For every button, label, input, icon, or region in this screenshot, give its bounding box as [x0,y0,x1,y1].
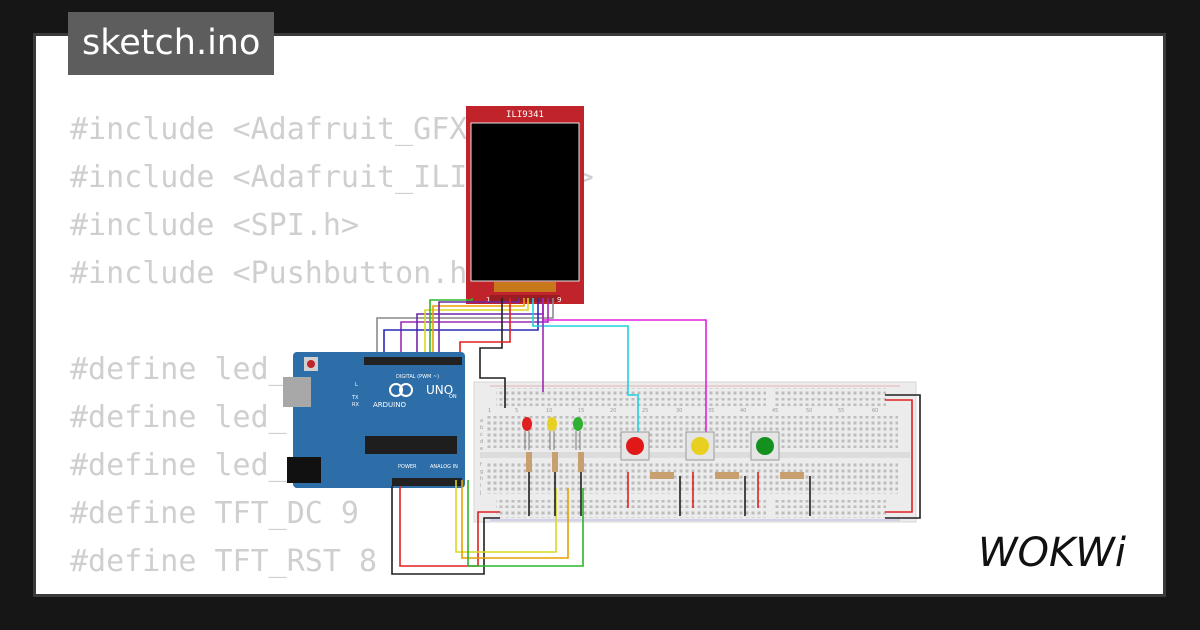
wokwi-logo: WOKWi [978,530,1126,574]
code-snippet: #include <Adafruit_GFX.h>#include <Adafr… [70,106,594,594]
breadboard-col-number: 45 [772,408,778,414]
breadboard-row-letter: j [479,490,481,496]
code-line: #include <Pushbutton.h> [70,256,486,291]
led-red[interactable] [522,417,532,450]
arduino-tx-label: TX [351,395,359,401]
display-pin-first: 1 [486,296,490,304]
power-wires [391,394,921,575]
breadboard-col-number: 10 [546,408,552,414]
breadboard-row-letter: i [480,483,481,489]
pushbutton-red[interactable] [620,431,650,461]
breadboard-col-number: 60 [872,408,878,414]
arduino-rx-label: RX [352,402,359,408]
code-line: #define led_ [70,400,287,435]
breadboard-col-number: 50 [806,408,812,414]
breadboard-col-number: 40 [740,408,746,414]
breadboard-row-letter: a [480,418,483,424]
arduino-l-label: L [355,382,358,388]
display-label: ILI9341 [506,110,544,120]
code-line: #define TFT_DC 9 [70,496,359,531]
arduino-brand: ARDUINO [373,401,406,409]
breadboard-row-letter: c [480,432,483,438]
arduino-uno-board[interactable]: UNO ARDUINO DIGITAL (PWM ~) ON TX RX L P… [283,352,465,488]
breadboard-col-number: 5 [515,408,518,414]
arduino-power-label: POWER [398,464,417,470]
breadboard-row-letter: e [480,446,483,452]
breadboard-row-letter: b [480,425,483,431]
breadboard-col-number: 20 [610,408,616,414]
code-line: #define TFT_CS 10 [70,586,594,594]
code-line: #include <SPI.h> [70,208,359,243]
breadboard-col-number: 25 [642,408,648,414]
code-line: #define led_ [70,352,287,387]
breadboard-col-number: 55 [838,408,844,414]
breadboard-col-number: 30 [676,408,682,414]
breadboard-col-number: 35 [708,408,714,414]
code-line: #define TFT_RST 8 [70,544,378,579]
wokwi-logo-text: WOKWi [978,530,1126,574]
arduino-digital-label: DIGITAL (PWM ~) [396,374,439,380]
breadboard-col-number: 1 [488,408,491,414]
led-yellow[interactable] [547,417,557,450]
arduino-analog-label: ANALOG IN [430,464,458,470]
arduino-on-label: ON [449,394,457,400]
breadboard-row-letter: f [480,462,482,468]
display-wires [376,298,707,438]
breadboard-row-letter: d [480,439,483,445]
code-line: #define led_ [70,448,287,483]
file-name-tab[interactable]: sketch.ino [68,12,275,75]
pushbutton-green[interactable] [750,431,780,461]
led-resistors [526,452,584,516]
tft-display-ili9341[interactable]: ILI9341 1 9 [466,106,584,304]
pushbutton-yellow[interactable] [685,431,715,461]
button-resistors [627,472,811,516]
display-pin-last: 9 [557,296,561,304]
breadboard-row-letter: g [480,469,483,475]
breadboard-col-number: 15 [578,408,584,414]
breadboard-row-letter: h [480,476,483,482]
led-green[interactable] [573,417,583,450]
arduino-model: UNO [426,383,453,397]
